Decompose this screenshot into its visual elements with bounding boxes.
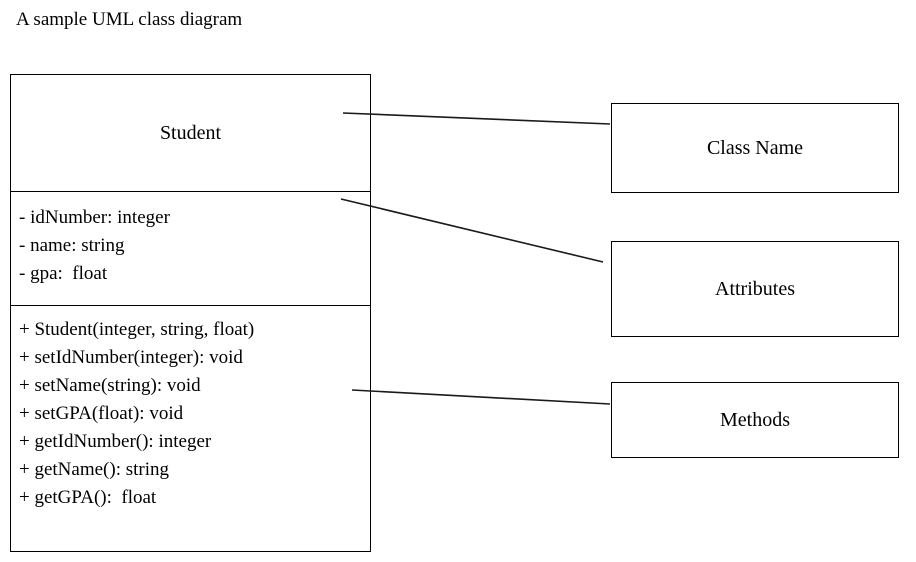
class-name-compartment: Student [11, 75, 370, 192]
attributes-compartment: - idNumber: integer - name: string - gpa… [11, 192, 370, 306]
method-row: + setName(string): void [19, 375, 201, 396]
legend-label-class-name: Class Name [706, 137, 804, 159]
method-row: + getGPA(): float [19, 487, 157, 508]
method-row: + setGPA(float): void [19, 403, 184, 424]
uml-class-box: Student - idNumber: integer - name: stri… [10, 74, 371, 552]
legend-label-methods: Methods [720, 409, 790, 431]
leader-line-methods [351, 389, 611, 405]
attribute-row: - idNumber: integer [19, 207, 170, 228]
attribute-row: - gpa: float [19, 263, 108, 284]
method-row: + setIdNumber(integer): void [19, 347, 243, 368]
leader-line-attributes [340, 198, 604, 263]
method-row: + getName(): string [19, 459, 170, 480]
method-row: + getIdNumber(): integer [19, 431, 212, 452]
methods-compartment: + Student(integer, string, float) + setI… [11, 306, 370, 551]
attribute-row: - name: string [19, 235, 125, 256]
leader-line-class-name [342, 112, 611, 125]
legend-box-methods: Methods [611, 382, 899, 458]
class-name-text: Student [159, 122, 222, 144]
page-title: A sample UML class diagram [16, 9, 243, 30]
legend-label-attributes: Attributes [715, 278, 795, 300]
legend-box-attributes: Attributes [611, 241, 899, 337]
legend-box-class-name: Class Name [611, 103, 899, 193]
method-row: + Student(integer, string, float) [19, 319, 255, 340]
